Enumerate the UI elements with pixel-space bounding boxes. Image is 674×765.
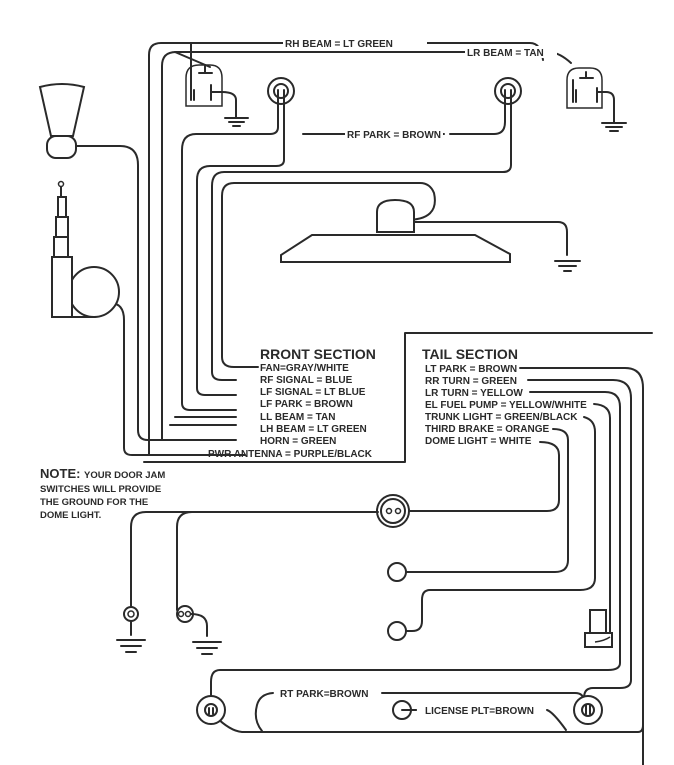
- wire-third-brake: [403, 428, 569, 573]
- door-jam-switch-icon: [116, 606, 146, 653]
- tail-item: THIRD BRAKE = ORANGE: [425, 424, 550, 435]
- front-section-list: FAN=GRAY/WHITE RF SIGNAL = BLUE LF SIGNA…: [208, 363, 373, 460]
- headlight-relay-right-icon: [566, 67, 615, 123]
- fan-icon: [280, 198, 511, 263]
- note-line: YOUR DOOR JAM: [84, 470, 165, 481]
- wire-rf-signal: [211, 91, 512, 381]
- tail-item: LT PARK = BROWN: [425, 364, 517, 375]
- tail-item: TRUNK LIGHT = GREEN/BLACK: [425, 412, 578, 423]
- front-section-box: [143, 332, 653, 463]
- front-item: FAN=GRAY/WHITE: [260, 363, 349, 374]
- horn-icon: [38, 83, 86, 159]
- wire-rt-park-left: [254, 692, 274, 732]
- license-plate-light-icon: [392, 700, 417, 720]
- tail-light-icon: [573, 695, 603, 725]
- wire-door-jam-left: [130, 511, 379, 611]
- note-line: THE GROUND FOR THE: [40, 497, 148, 508]
- wire-lt-park: [519, 367, 644, 765]
- front-item: RF SIGNAL = BLUE: [260, 375, 353, 386]
- tail-item: LR TURN = YELLOW: [425, 388, 523, 399]
- wire-trunk-light: [403, 416, 596, 632]
- front-item: PWR ANTENNA = PURPLE/BLACK: [208, 449, 373, 460]
- label-rt-park: RT PARK=BROWN: [280, 689, 368, 700]
- wire-door-jam-right: [176, 511, 193, 611]
- wire-dome-light: [395, 441, 560, 512]
- label-rf-park: RF PARK = BROWN: [347, 130, 441, 141]
- wire-bottom-return: [214, 715, 644, 733]
- wire-rf-park-right-b: [449, 91, 506, 135]
- front-item: LH BEAM = LT GREEN: [260, 424, 367, 435]
- power-antenna-icon: [51, 180, 120, 318]
- wire-license-right: [546, 709, 567, 731]
- trunk-light-icon: [387, 621, 407, 641]
- ground-icon: [224, 117, 249, 127]
- dome-light-icon: [376, 494, 410, 528]
- wire-horn: [74, 145, 237, 441]
- headlight-relay-left-icon: [185, 64, 237, 119]
- note-heading: NOTE:: [40, 466, 80, 481]
- third-brake-icon: [387, 562, 407, 582]
- wire-fuel-pump: [593, 403, 611, 637]
- wire-rr-turn: [527, 379, 632, 713]
- wire-lf-park: [181, 91, 279, 411]
- front-item: LF SIGNAL = LT BLUE: [260, 387, 366, 398]
- label-lr-beam: LR BEAM = TAN: [467, 48, 544, 59]
- wire-rf-park: [196, 91, 285, 396]
- door-jam-switch-icon: [176, 605, 222, 655]
- front-item: LF PARK = BROWN: [260, 399, 353, 410]
- wire-rt-park-right: [381, 692, 585, 703]
- label-rh-beam: RH BEAM = LT GREEN: [285, 39, 393, 50]
- ground-icon: [601, 122, 627, 132]
- tail-item: RR TURN = GREEN: [425, 376, 517, 387]
- tail-item: EL FUEL PUMP = YELLOW/WHITE: [425, 400, 587, 411]
- lf-park-light-icon: [267, 77, 295, 105]
- front-section-title: RRONT SECTION: [260, 346, 376, 362]
- tail-item: DOME LIGHT = WHITE: [425, 436, 532, 447]
- tail-section-list: LT PARK = BROWN RR TURN = GREEN LR TURN …: [425, 364, 587, 447]
- wire-fan-ground: [413, 221, 568, 256]
- tail-wiring: [210, 367, 644, 765]
- note-line: DOME LIGHT.: [40, 510, 101, 521]
- note-line: SWITCHES WILL PROVIDE: [40, 484, 161, 495]
- front-item: LL BEAM = TAN: [260, 412, 335, 423]
- label-license-plt: LICENSE PLT=BROWN: [425, 706, 534, 717]
- wire-fan: [221, 182, 436, 368]
- front-item: HORN = GREEN: [260, 436, 336, 447]
- rf-park-light-icon: [494, 77, 522, 105]
- ground-icon: [554, 260, 581, 272]
- tail-light-icon: [196, 695, 226, 725]
- tail-section-title: TAIL SECTION: [422, 346, 518, 362]
- wire-lr-turn: [210, 391, 621, 713]
- fuel-pump-icon: [584, 609, 613, 648]
